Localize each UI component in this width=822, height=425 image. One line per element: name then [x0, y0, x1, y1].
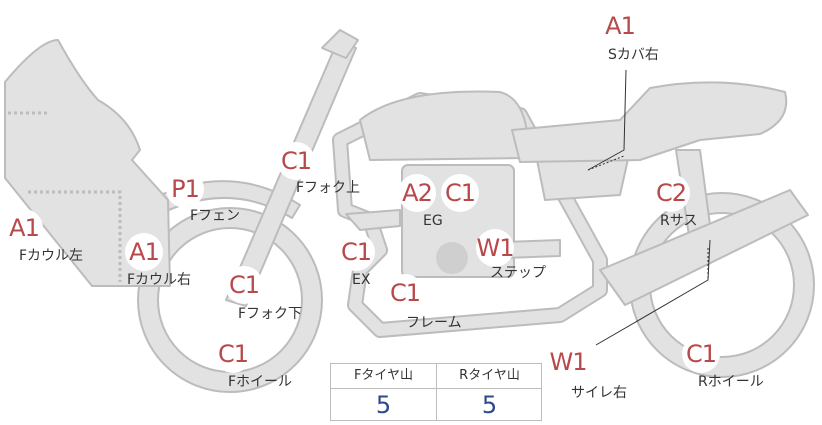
label-f-fork-upper: Fフォク上: [296, 180, 361, 196]
code-badge-f-cowl-left: A1: [5, 209, 43, 247]
table-divider: [436, 364, 437, 420]
label-f-fender: Fフェン: [190, 208, 241, 224]
seat-shape: [511, 81, 788, 163]
label-s-cover-right: Sカバ右: [608, 47, 659, 63]
code-badge-f-cowl-right: A1: [125, 233, 163, 271]
label-f-fork-lower: Fフォク下: [238, 306, 303, 322]
code-badge-silencer-right: W1: [549, 343, 588, 381]
rear-tire-tread-value: 5: [481, 391, 498, 419]
code-badge-step: W1: [476, 229, 515, 267]
front-tire-tread-header: Fタイヤ山: [331, 364, 436, 389]
fuel-tank-shape: [359, 90, 530, 161]
code-badge-f-wheel: C1: [214, 335, 252, 373]
front-tire-tread-value: 5: [375, 391, 392, 419]
front-cowl-shape: [4, 39, 171, 287]
label-f-cowl-left: Fカウル左: [19, 248, 84, 264]
label-engine: EG: [423, 213, 443, 229]
code-badge-engine-c1: C1: [441, 174, 479, 212]
exhaust-shape: [345, 209, 401, 231]
code-badge-f-fork-upper: C1: [277, 142, 315, 180]
rear-tire-tread-header: Rタイヤ山: [437, 364, 542, 389]
label-f-wheel: Fホイール: [228, 374, 293, 390]
code-badge-f-fork-lower: C1: [225, 266, 263, 304]
label-r-wheel: Rホイール: [698, 374, 764, 390]
label-f-cowl-right: Fカウル右: [127, 272, 192, 288]
code-badge-r-suspension: C2: [652, 174, 690, 212]
code-badge-engine-a2: A2: [398, 174, 436, 212]
code-badge-f-fender: P1: [166, 170, 204, 208]
label-exhaust: EX: [352, 272, 371, 288]
label-silencer-right: サイレ右: [571, 385, 627, 401]
label-frame: フレーム: [406, 315, 462, 331]
code-badge-exhaust: C1: [337, 233, 375, 271]
tire-tread-table: Fタイヤ山 Rタイヤ山 5 5: [330, 363, 542, 421]
label-r-suspension: Rサス: [660, 213, 698, 229]
label-step: ステップ: [490, 265, 546, 281]
code-badge-r-wheel: C1: [682, 335, 720, 373]
code-badge-frame: C1: [386, 274, 424, 312]
muffler-shape: [599, 189, 809, 306]
code-badge-s-cover-right: A1: [601, 7, 639, 45]
